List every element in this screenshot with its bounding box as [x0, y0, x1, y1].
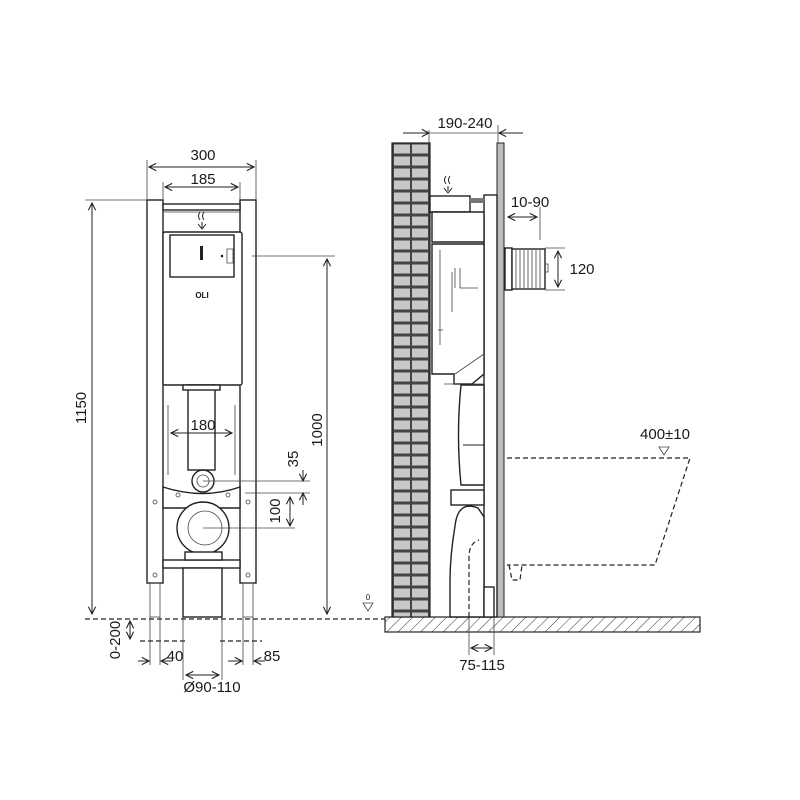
- dim-35: 35: [285, 451, 302, 468]
- frame-side: [429, 175, 498, 618]
- floor-marker: 0: [366, 593, 371, 602]
- waste-outlet: [176, 501, 230, 618]
- dim-300: 300: [190, 147, 215, 164]
- dim-seat-height: 400±10: [640, 426, 690, 443]
- wc-bowl-outline: [507, 446, 691, 581]
- dim-185: 185: [190, 171, 215, 188]
- brand-logo: OLI: [195, 291, 208, 300]
- side-dimension-lines: [403, 125, 565, 655]
- cistern: OLI: [162, 211, 243, 386]
- dim-180: 180: [190, 417, 215, 434]
- dim-40: 40: [167, 648, 184, 665]
- dim-1150: 1150: [73, 392, 90, 424]
- flush-pipe: [162, 384, 241, 509]
- dim-120: 120: [569, 261, 594, 278]
- dimension-lines: [85, 160, 385, 680]
- dim-190-240: 190-240: [437, 115, 492, 132]
- dim-100: 100: [267, 498, 284, 523]
- dim-0-200: 0-200: [107, 621, 124, 659]
- water-inlet-icon: [197, 211, 207, 230]
- frame: [146, 199, 257, 618]
- dim-85: 85: [264, 648, 281, 665]
- brick-wall: [391, 142, 431, 618]
- water-inlet-icon: [443, 175, 453, 194]
- side-view: 190-240 10-90 120 400±10 75-115: [384, 115, 701, 674]
- dim-waste-diameter: Ø90-110: [183, 679, 240, 696]
- flush-connector: [504, 247, 549, 291]
- dim-75-115: 75-115: [459, 657, 505, 674]
- front-view: OLI: [73, 147, 385, 696]
- dim-10-90: 10-90: [511, 194, 549, 211]
- dim-1000: 1000: [309, 413, 326, 446]
- front-panel: [496, 142, 505, 618]
- floor: [384, 616, 701, 633]
